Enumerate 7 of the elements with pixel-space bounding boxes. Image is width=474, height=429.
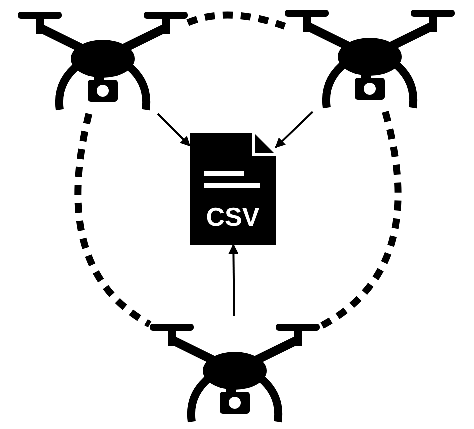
arrow (157, 113, 191, 147)
dashed-link (186, 12, 286, 30)
arrow (275, 111, 314, 148)
dashed-link (318, 111, 402, 330)
file-type-label: CSV (206, 203, 260, 231)
dashed-link (74, 113, 152, 328)
arrow (228, 244, 239, 316)
